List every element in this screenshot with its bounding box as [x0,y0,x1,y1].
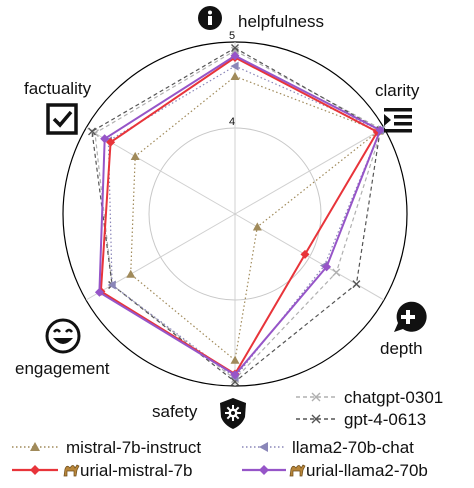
point-urial-mistral-7b-factuality [106,137,116,147]
shield-icon [220,398,246,429]
legend-label-gpt-4-0613: gpt-4-0613 [344,410,426,429]
tick-label-5: 5 [229,30,235,42]
legend-camel-icon [63,464,80,477]
legend-item-urial-mistral-7b: urial-mistral-7b [12,461,192,480]
info-icon [198,6,222,30]
point-mistral-7b-instruct-factuality [130,151,140,160]
point-urial-llama2-70b-clarity [375,125,385,135]
legend-label-mistral-7b-instruct: mistral-7b-instruct [66,438,201,457]
align-right-icon [384,108,412,133]
point-gpt-4-0613-helpfulness [231,44,239,53]
smile-icon [45,318,81,354]
point-mistral-7b-instruct-safety [230,355,240,364]
legend-item-chatgpt-0301: chatgpt-0301 [296,388,443,407]
point-urial-llama2-70b-engagement [94,287,104,297]
point-urial-llama2-70b-depth [322,262,332,272]
axis-label-safety: safety [152,402,198,421]
point-gpt-4-0613-factuality [88,127,96,136]
point-urial-llama2-70b-helpfulness [230,51,240,61]
plus-bubble-icon [394,301,427,332]
tick-label-4: 4 [229,116,235,128]
legend-marker-llama2-70b-chat [259,442,268,452]
series-line-mistral-7b-instruct [130,75,380,362]
point-mistral-7b-instruct-engagement [126,269,136,278]
legend-marker-urial-mistral-7b [30,465,40,475]
series-urial-llama2-70b [94,51,385,380]
legend-item-mistral-7b-instruct: mistral-7b-instruct [12,438,201,457]
point-chatgpt-0301-depth [332,268,341,277]
point-mistral-7b-instruct-helpfulness [230,71,240,80]
radar-axis-labels: helpfulness clarity depth safety engagement f… [15,12,423,421]
point-chatgpt-0301-helpfulness [231,46,239,55]
legend-marker-urial-llama2-70b [259,465,269,475]
series-urial-mistral-7b [96,52,382,379]
axis-label-clarity: clarity [375,81,420,100]
point-urial-llama2-70b-factuality [100,134,110,144]
legend-camel-icon [289,464,306,477]
series-chatgpt-0301 [90,46,386,384]
point-llama2-70b-chat-engagement [107,280,116,290]
radar-series [88,44,386,386]
legend-marker-chatgpt-0301 [311,392,321,402]
legend-marker-gpt-4-0613 [311,414,321,424]
point-gpt-4-0613-depth [352,280,361,289]
chart-legend: chatgpt-0301 gpt-4-0613 mistral-7b-instruc… [12,388,443,480]
axis-label-engagement: engagement [15,359,110,378]
checkbox-icon [46,103,78,135]
axis-label-helpfulness: helpfulness [238,12,324,31]
legend-label-chatgpt-0301: chatgpt-0301 [344,388,443,407]
axis-label-factuality: factuality [24,79,92,98]
legend-item-gpt-4-0613: gpt-4-0613 [296,410,426,429]
axis-label-depth: depth [380,339,423,358]
radar-axis-icons [45,6,427,429]
legend-label-urial-mistral-7b: urial-mistral-7b [80,461,192,480]
legend-label-llama2-70b-chat: llama2-70b-chat [292,438,414,457]
radar-spoke-clarity [234,127,385,215]
legend-item-urial-llama2-70b: urial-llama2-70b [242,461,428,480]
legend-marker-mistral-7b-instruct [30,442,40,451]
point-mistral-7b-instruct-depth [252,222,262,231]
point-urial-llama2-70b-safety [230,370,240,380]
point-urial-mistral-7b-depth [300,249,310,259]
legend-label-urial-llama2-70b: urial-llama2-70b [306,461,428,480]
legend-item-llama2-70b-chat: llama2-70b-chat [242,438,414,457]
radar-tick-labels: 45 [229,30,235,128]
series-mistral-7b-instruct [126,71,384,364]
series-line-urial-llama2-70b [98,54,382,377]
point-llama2-70b-chat-helpfulness [230,61,239,71]
series-line-chatgpt-0301 [94,49,383,380]
